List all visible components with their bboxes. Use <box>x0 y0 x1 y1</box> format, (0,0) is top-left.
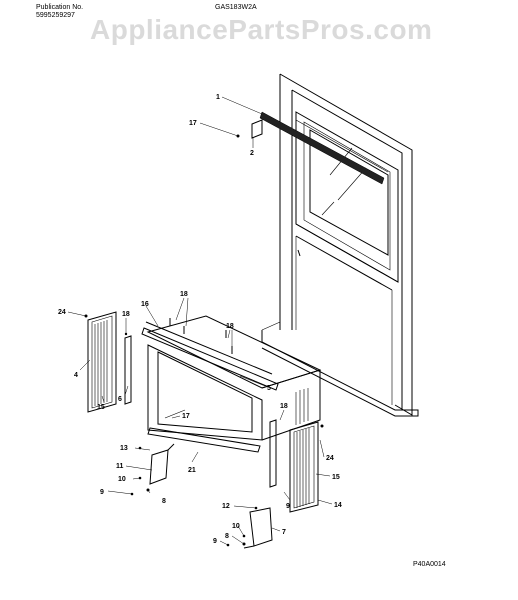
callout-labels: 1 17 2 16 18 24 18 18 4 15 6 5 17 13 11 … <box>58 94 342 545</box>
callout-16: 16 <box>141 301 149 308</box>
callout-24-right: 24 <box>326 455 334 462</box>
callout-8-left: 8 <box>162 498 166 505</box>
callout-18-top: 18 <box>180 291 188 298</box>
screws-18 <box>169 318 233 354</box>
callout-10-left: 10 <box>118 476 126 483</box>
callout-5: 5 <box>267 385 271 392</box>
callout-15-right: 15 <box>332 474 340 481</box>
callout-2: 2 <box>250 150 254 157</box>
watermark: AppliancePartsPros.com <box>90 14 433 45</box>
callout-24-left: 24 <box>58 309 66 316</box>
callout-14: 14 <box>334 502 342 509</box>
right-side-curtain <box>269 419 324 513</box>
callout-4: 4 <box>74 372 78 379</box>
callout-21: 21 <box>188 467 196 474</box>
left-side-curtain <box>84 311 132 413</box>
callout-18-right: 18 <box>280 403 288 410</box>
figure-code: P40A0014 <box>413 561 446 568</box>
callout-8-right: 8 <box>225 533 229 540</box>
publication-label: Publication No. <box>36 4 84 11</box>
callout-11: 11 <box>116 463 124 470</box>
bracket-part-2 <box>236 119 263 139</box>
callout-1: 1 <box>216 94 220 101</box>
callout-18-mid: 18 <box>226 323 234 330</box>
window-frame <box>259 73 419 417</box>
callout-12: 12 <box>222 503 230 510</box>
callout-15-left: 15 <box>97 404 105 411</box>
callout-6: 6 <box>118 396 122 403</box>
left-support-bracket <box>130 443 175 496</box>
callout-18-left: 18 <box>122 311 130 318</box>
model-number: GAS183W2A <box>215 4 257 11</box>
callout-10-right: 10 <box>232 523 240 530</box>
callout-7: 7 <box>282 529 286 536</box>
callout-9-left: 9 <box>100 489 104 496</box>
callout-17-cabinet: 17 <box>182 413 190 420</box>
callout-13: 13 <box>120 445 128 452</box>
publication-number: 5995259297 <box>36 12 75 19</box>
callout-9-right: 9 <box>286 503 290 510</box>
callout-9-bottom: 9 <box>213 538 217 545</box>
ac-cabinet <box>141 315 322 453</box>
callout-17: 17 <box>189 120 197 127</box>
leader-lines <box>67 96 333 546</box>
